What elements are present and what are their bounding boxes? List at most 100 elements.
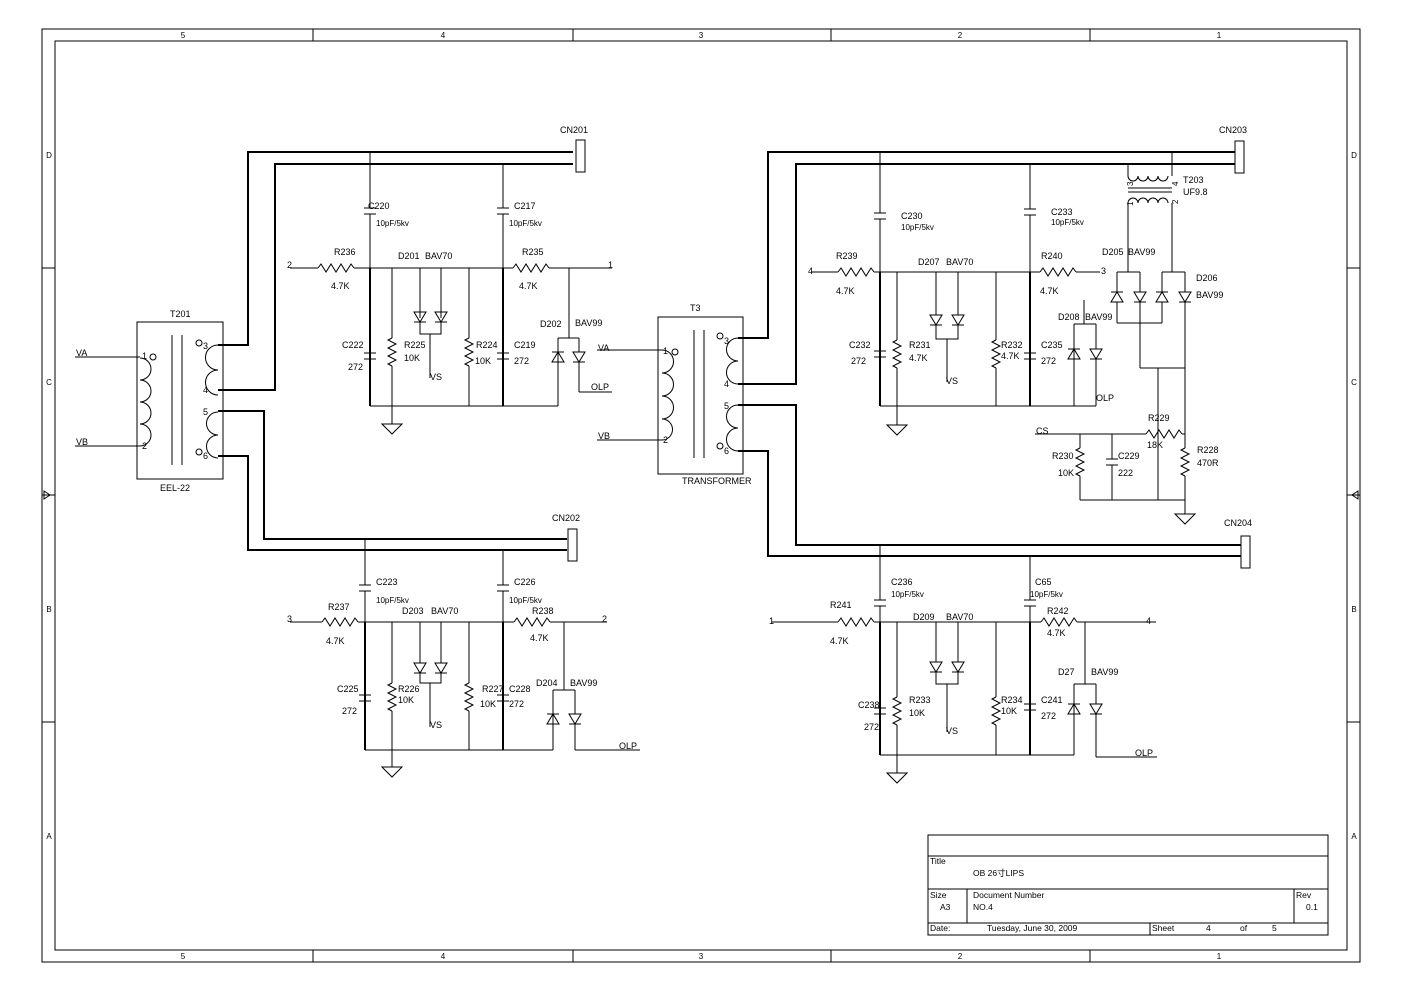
- c217-label: C217: [514, 201, 536, 211]
- cs-label: CS: [1036, 426, 1049, 436]
- c235-label: C235: [1041, 340, 1063, 350]
- pin-label: 5: [724, 401, 729, 411]
- row-label: D: [1351, 151, 1357, 160]
- d209-value: BAV70: [946, 612, 973, 622]
- c222-value: 272: [348, 362, 363, 372]
- col-label: 4: [441, 31, 446, 40]
- r230-value: 10K: [1058, 468, 1074, 478]
- ground-icon: [885, 772, 909, 784]
- c236-label: C236: [891, 577, 913, 587]
- c232-value: 272: [851, 356, 866, 366]
- pin-label: 5: [203, 407, 208, 417]
- transformer-t3[interactable]: [657, 316, 744, 475]
- t203-label: T203: [1183, 175, 1204, 185]
- connector-cn201[interactable]: [575, 139, 586, 173]
- vs-label: VS: [946, 726, 958, 736]
- row-label: C: [46, 378, 52, 387]
- r241-label: R241: [830, 600, 852, 610]
- t203-value: UF9.8: [1183, 187, 1208, 197]
- c222-label: C222: [342, 340, 364, 350]
- d206-value: BAV99: [1196, 290, 1223, 300]
- border-row-labels: D C B A D C B A: [46, 151, 1357, 841]
- c236-value: 10pF/5kv: [891, 590, 924, 599]
- col-label: 5: [181, 31, 186, 40]
- va-label: VA: [598, 343, 609, 353]
- net-label: 2: [287, 260, 292, 270]
- net-label: 1: [769, 616, 774, 626]
- c230-label: C230: [901, 211, 923, 221]
- d205-value: BAV99: [1128, 247, 1155, 257]
- c229-value: 222: [1118, 468, 1133, 478]
- net-label: 4: [1146, 616, 1151, 626]
- connector-cn204[interactable]: [1240, 535, 1251, 569]
- c238-label: C238: [858, 700, 880, 710]
- date-label: Date:: [930, 923, 950, 933]
- pin-label: 1: [142, 351, 147, 361]
- r228-value: 470R: [1197, 458, 1219, 468]
- col-label: 1: [1217, 952, 1222, 961]
- connector-cn202[interactable]: [567, 528, 578, 562]
- va-label: VA: [76, 348, 87, 358]
- r224-label: R224: [476, 340, 498, 350]
- vs-label: VS: [430, 720, 442, 730]
- d208-value: BAV99: [1085, 312, 1112, 322]
- r227-value: 10K: [480, 699, 496, 709]
- c223-label: C223: [376, 577, 398, 587]
- d207-value: BAV70: [946, 257, 973, 267]
- c228-label: C228: [509, 684, 531, 694]
- size-value: A3: [940, 902, 951, 912]
- r234-label: R234: [1001, 695, 1023, 705]
- connector-cn203[interactable]: [1234, 140, 1245, 174]
- c241-label: C241: [1041, 695, 1063, 705]
- center-arrow-icon: [43, 490, 51, 500]
- r242-value: 4.7K: [1047, 628, 1066, 638]
- c228-value: 272: [509, 699, 524, 709]
- pin-label: 4: [1171, 181, 1180, 186]
- pin-label: 2: [1171, 199, 1180, 204]
- pin-label: 4: [203, 385, 208, 395]
- c65-value: 10pF/5kv: [1030, 590, 1063, 599]
- docnum-label: Document Number: [973, 890, 1045, 900]
- rev-label: Rev: [1296, 890, 1312, 900]
- c233-label: C233: [1051, 207, 1073, 217]
- col-label: 2: [958, 31, 963, 40]
- r237-value: 4.7K: [326, 636, 345, 646]
- t201-label: T201: [170, 309, 191, 319]
- r226-label: R226: [398, 684, 420, 694]
- c65-label: C65: [1035, 577, 1052, 587]
- r235-label: R235: [522, 247, 544, 257]
- c233-value: 10pF/5kv: [1051, 218, 1084, 227]
- c217-value: 10pF/5kv: [509, 219, 542, 228]
- ground-icon: [380, 766, 404, 778]
- d206-label: D206: [1196, 273, 1218, 283]
- rev-value: 0.1: [1306, 902, 1318, 912]
- sheet-number: 4: [1206, 923, 1211, 933]
- current-transformer-t203[interactable]: [1127, 152, 1173, 213]
- pin-label: 6: [203, 451, 208, 461]
- r228-label: R228: [1197, 445, 1219, 455]
- ground-icon: [380, 423, 404, 435]
- row-label: C: [1351, 378, 1357, 387]
- sheet-label: Sheet: [1152, 923, 1175, 933]
- c225-label: C225: [337, 684, 359, 694]
- center-arrow-icon: [1351, 490, 1359, 500]
- r237-label: R237: [328, 602, 350, 612]
- sheet-total: 5: [1272, 923, 1277, 933]
- pin-label: 3: [724, 336, 729, 346]
- pin-label: 3: [1126, 181, 1135, 186]
- d203-label: D203: [402, 606, 424, 616]
- drawing-title: OB 26寸LIPS: [973, 868, 1024, 878]
- net-label: 3: [1101, 266, 1106, 276]
- r229-label: R229: [1148, 413, 1170, 423]
- r224-value: 10K: [475, 356, 491, 366]
- col-label: 1: [1217, 31, 1222, 40]
- rectifier-block-upper-right: [811, 152, 1103, 436]
- c235-value: 272: [1041, 356, 1056, 366]
- transformer-t201[interactable]: [136, 321, 224, 480]
- r240-label: R240: [1041, 251, 1063, 261]
- sheet-border: [41, 28, 1361, 963]
- rectifier-block-upper-left: [290, 152, 612, 435]
- pin-label: 4: [724, 379, 729, 389]
- vb-label: VB: [598, 431, 610, 441]
